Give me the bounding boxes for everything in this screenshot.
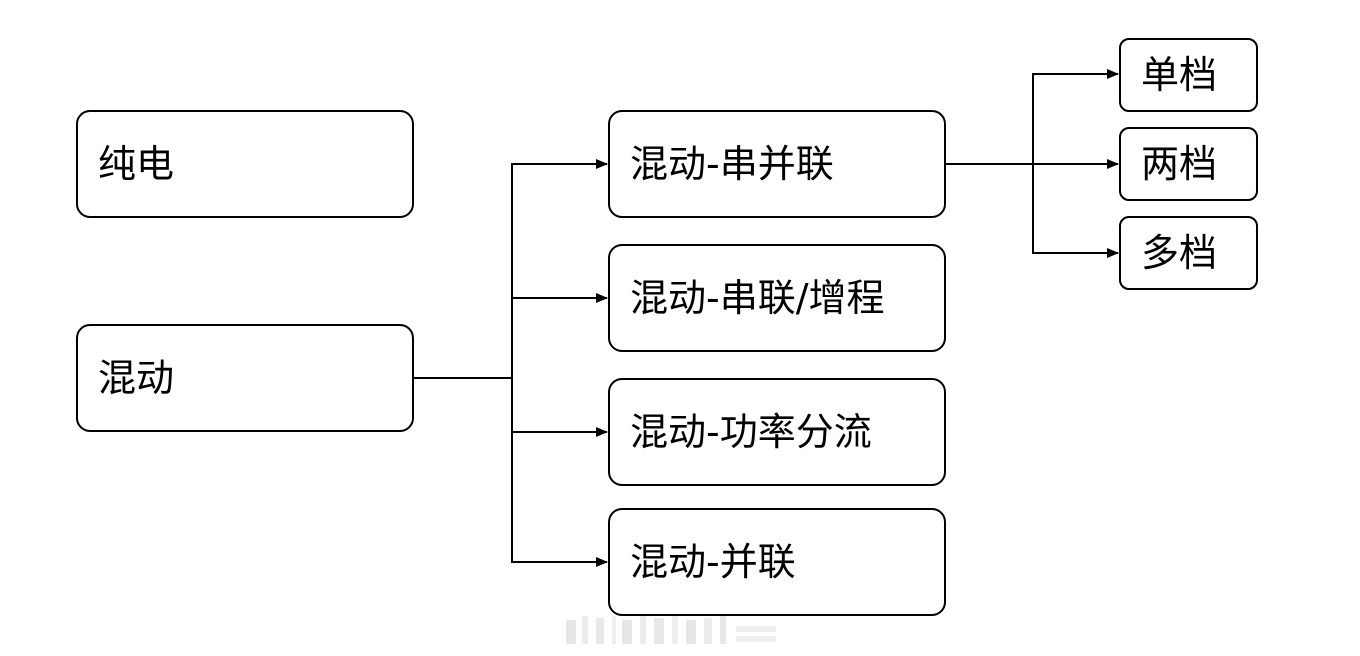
node-hybrid-series-erev-label: 混动-串联/增程 [630,276,885,320]
node-multi-gear: 多档 [1119,216,1258,290]
watermark-graphic [566,616,776,644]
node-hybrid-series-parallel: 混动-串并联 [608,110,946,218]
node-hybrid-power-split-label: 混动-功率分流 [630,410,872,454]
node-pure-electric: 纯电 [76,110,414,218]
node-two-gear-label: 两档 [1141,142,1218,186]
node-hybrid-label: 混动 [98,356,175,400]
node-multi-gear-label: 多档 [1141,231,1218,275]
node-two-gear: 两档 [1119,127,1258,201]
node-hybrid-power-split: 混动-功率分流 [608,378,946,486]
node-hybrid-parallel-label: 混动-并联 [630,540,796,584]
node-hybrid-series-erev: 混动-串联/增程 [608,244,946,352]
node-single-gear: 单档 [1119,38,1258,112]
node-hybrid-parallel: 混动-并联 [608,508,946,616]
node-hybrid: 混动 [76,324,414,432]
node-pure-electric-label: 纯电 [98,142,175,186]
node-hybrid-series-parallel-label: 混动-串并联 [630,142,834,186]
node-single-gear-label: 单档 [1141,53,1218,97]
